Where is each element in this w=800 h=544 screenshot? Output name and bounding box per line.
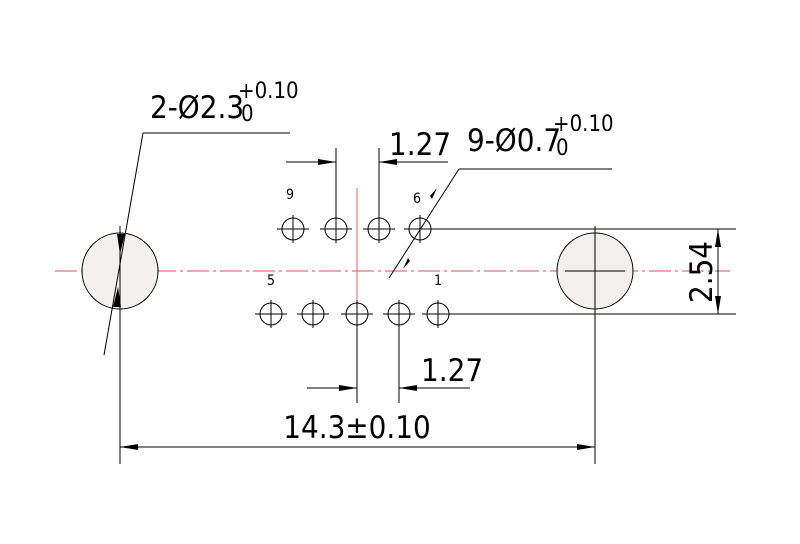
- pitch-dimension-top-value: 1.27: [389, 127, 451, 163]
- mount-hole-right: [556, 226, 634, 316]
- mount-hole-callout-main: 2-Ø2.3: [150, 90, 244, 126]
- pin-label-9: 9: [286, 187, 294, 203]
- overall-dimension: [119, 316, 596, 464]
- row-spacing-dimension: [420, 228, 736, 315]
- pin-hole-2: [383, 300, 415, 328]
- pin-hole-9: [277, 215, 309, 243]
- mount-hole-callout: 2-Ø2.3 +0.10 0: [150, 79, 299, 127]
- pin-label-5: 5: [267, 273, 275, 289]
- pin-hole-7: [363, 215, 395, 243]
- pin-label-6: 6: [413, 191, 421, 207]
- pin-label-1: 1: [434, 273, 442, 289]
- pin-hole-leader: [388, 168, 612, 279]
- mount-hole-tol-lower: 0: [241, 102, 254, 127]
- pin-hole-5: [255, 300, 287, 328]
- pin-hole-callout: 9-Ø0.7 +0.10 0: [467, 112, 614, 161]
- pin-hole-4: [297, 300, 329, 328]
- pin-hole-tol-lower: 0: [556, 136, 569, 161]
- mount-hole-leader: [103, 132, 290, 356]
- pin-hole-callout-main: 9-Ø0.7: [467, 123, 561, 159]
- row-spacing-value: 2.54: [684, 241, 720, 303]
- pitch-dimension-bottom: [307, 328, 470, 403]
- pin-hole-3: [341, 300, 373, 328]
- pin-hole-tol-upper: +0.10: [553, 112, 614, 137]
- pin-hole-8: [320, 215, 352, 243]
- pitch-dimension-top: [286, 148, 448, 216]
- pitch-dimension-bottom-value: 1.27: [421, 353, 483, 389]
- pin-hole-bottom-row: [255, 300, 454, 328]
- overall-dimension-value: 14.3±0.10: [283, 410, 431, 446]
- pin-hole-top-row: [277, 215, 436, 243]
- mount-hole-tol-upper: +0.10: [238, 79, 299, 104]
